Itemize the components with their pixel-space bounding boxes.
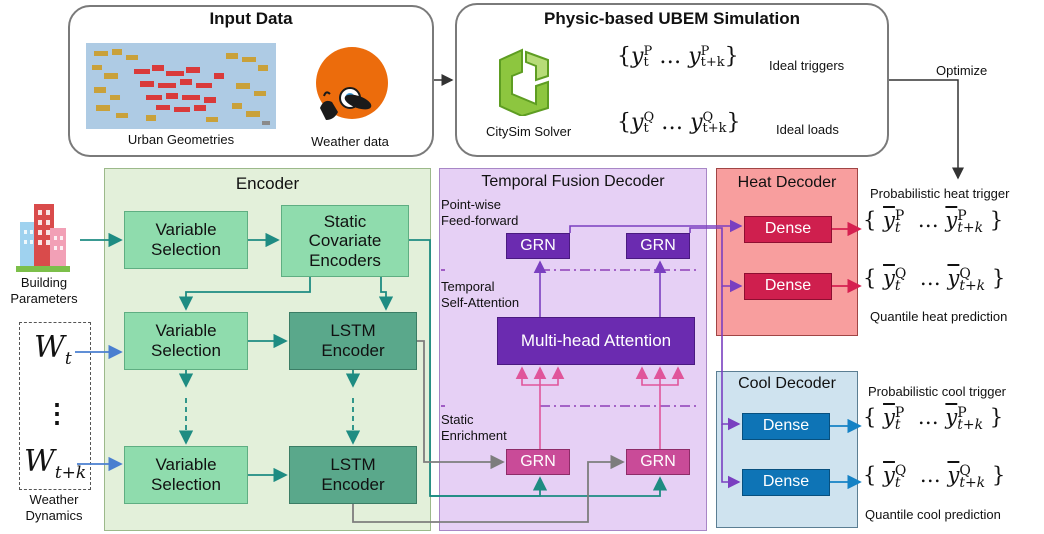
input-data-title: Input Data bbox=[209, 9, 293, 28]
weather-data-label: Weather data bbox=[311, 134, 389, 149]
heat-dense-2: Dense bbox=[744, 273, 832, 300]
citysim-solver-label: CitySim Solver bbox=[486, 124, 572, 139]
urban-geometries-label: Urban Geometries bbox=[127, 132, 235, 147]
ideal-triggers-label: Ideal triggers bbox=[769, 58, 845, 73]
w-tk-symbol: Wt+k bbox=[24, 444, 87, 483]
citysim-logo-icon bbox=[492, 46, 558, 118]
encoder-title: Encoder bbox=[235, 174, 300, 193]
weather-dynamics-box bbox=[19, 322, 91, 490]
arrow-optimize bbox=[889, 79, 964, 180]
ideal-loads-label: Ideal loads bbox=[776, 122, 839, 137]
heat-quantile-label: Quantile heat prediction bbox=[870, 309, 1008, 324]
vertical-dots: ⋮ bbox=[44, 398, 70, 428]
cool-decoder-panel bbox=[716, 371, 858, 528]
heat-decoder-title: Heat Decoder bbox=[737, 174, 837, 191]
simulation-title: Physic-based UBEM Simulation bbox=[544, 9, 800, 28]
grn-enrichment-1: GRN bbox=[506, 449, 570, 475]
grn-feedforward-1: GRN bbox=[506, 233, 570, 259]
urban-geometries-image bbox=[86, 43, 276, 129]
heat-decoder-panel bbox=[716, 168, 858, 336]
ubem-simulation-panel bbox=[455, 3, 889, 157]
weather-data-icon bbox=[306, 38, 390, 130]
grn-enrichment-2: GRN bbox=[626, 449, 690, 475]
cool-quantile-label: Quantile cool prediction bbox=[865, 507, 1001, 522]
optimize-label: Optimize bbox=[936, 63, 988, 78]
cool-trigger-label: Probabilistic cool trigger bbox=[868, 384, 1007, 399]
cool-dense-1: Dense bbox=[742, 413, 830, 440]
building-icon bbox=[16, 200, 70, 272]
cool-dense-2: Dense bbox=[742, 469, 830, 496]
heat-trigger-label: Probabilistic heat trigger bbox=[870, 186, 1010, 201]
tfd-title: Temporal Fusion Decoder bbox=[481, 173, 665, 190]
w-t-symbol: Wt bbox=[34, 330, 72, 369]
multi-head-attention: Multi-head Attention bbox=[497, 317, 695, 365]
grn-feedforward-2: GRN bbox=[626, 233, 690, 259]
heat-dense-1: Dense bbox=[744, 216, 832, 243]
cool-decoder-title: Cool Decoder bbox=[738, 375, 836, 392]
